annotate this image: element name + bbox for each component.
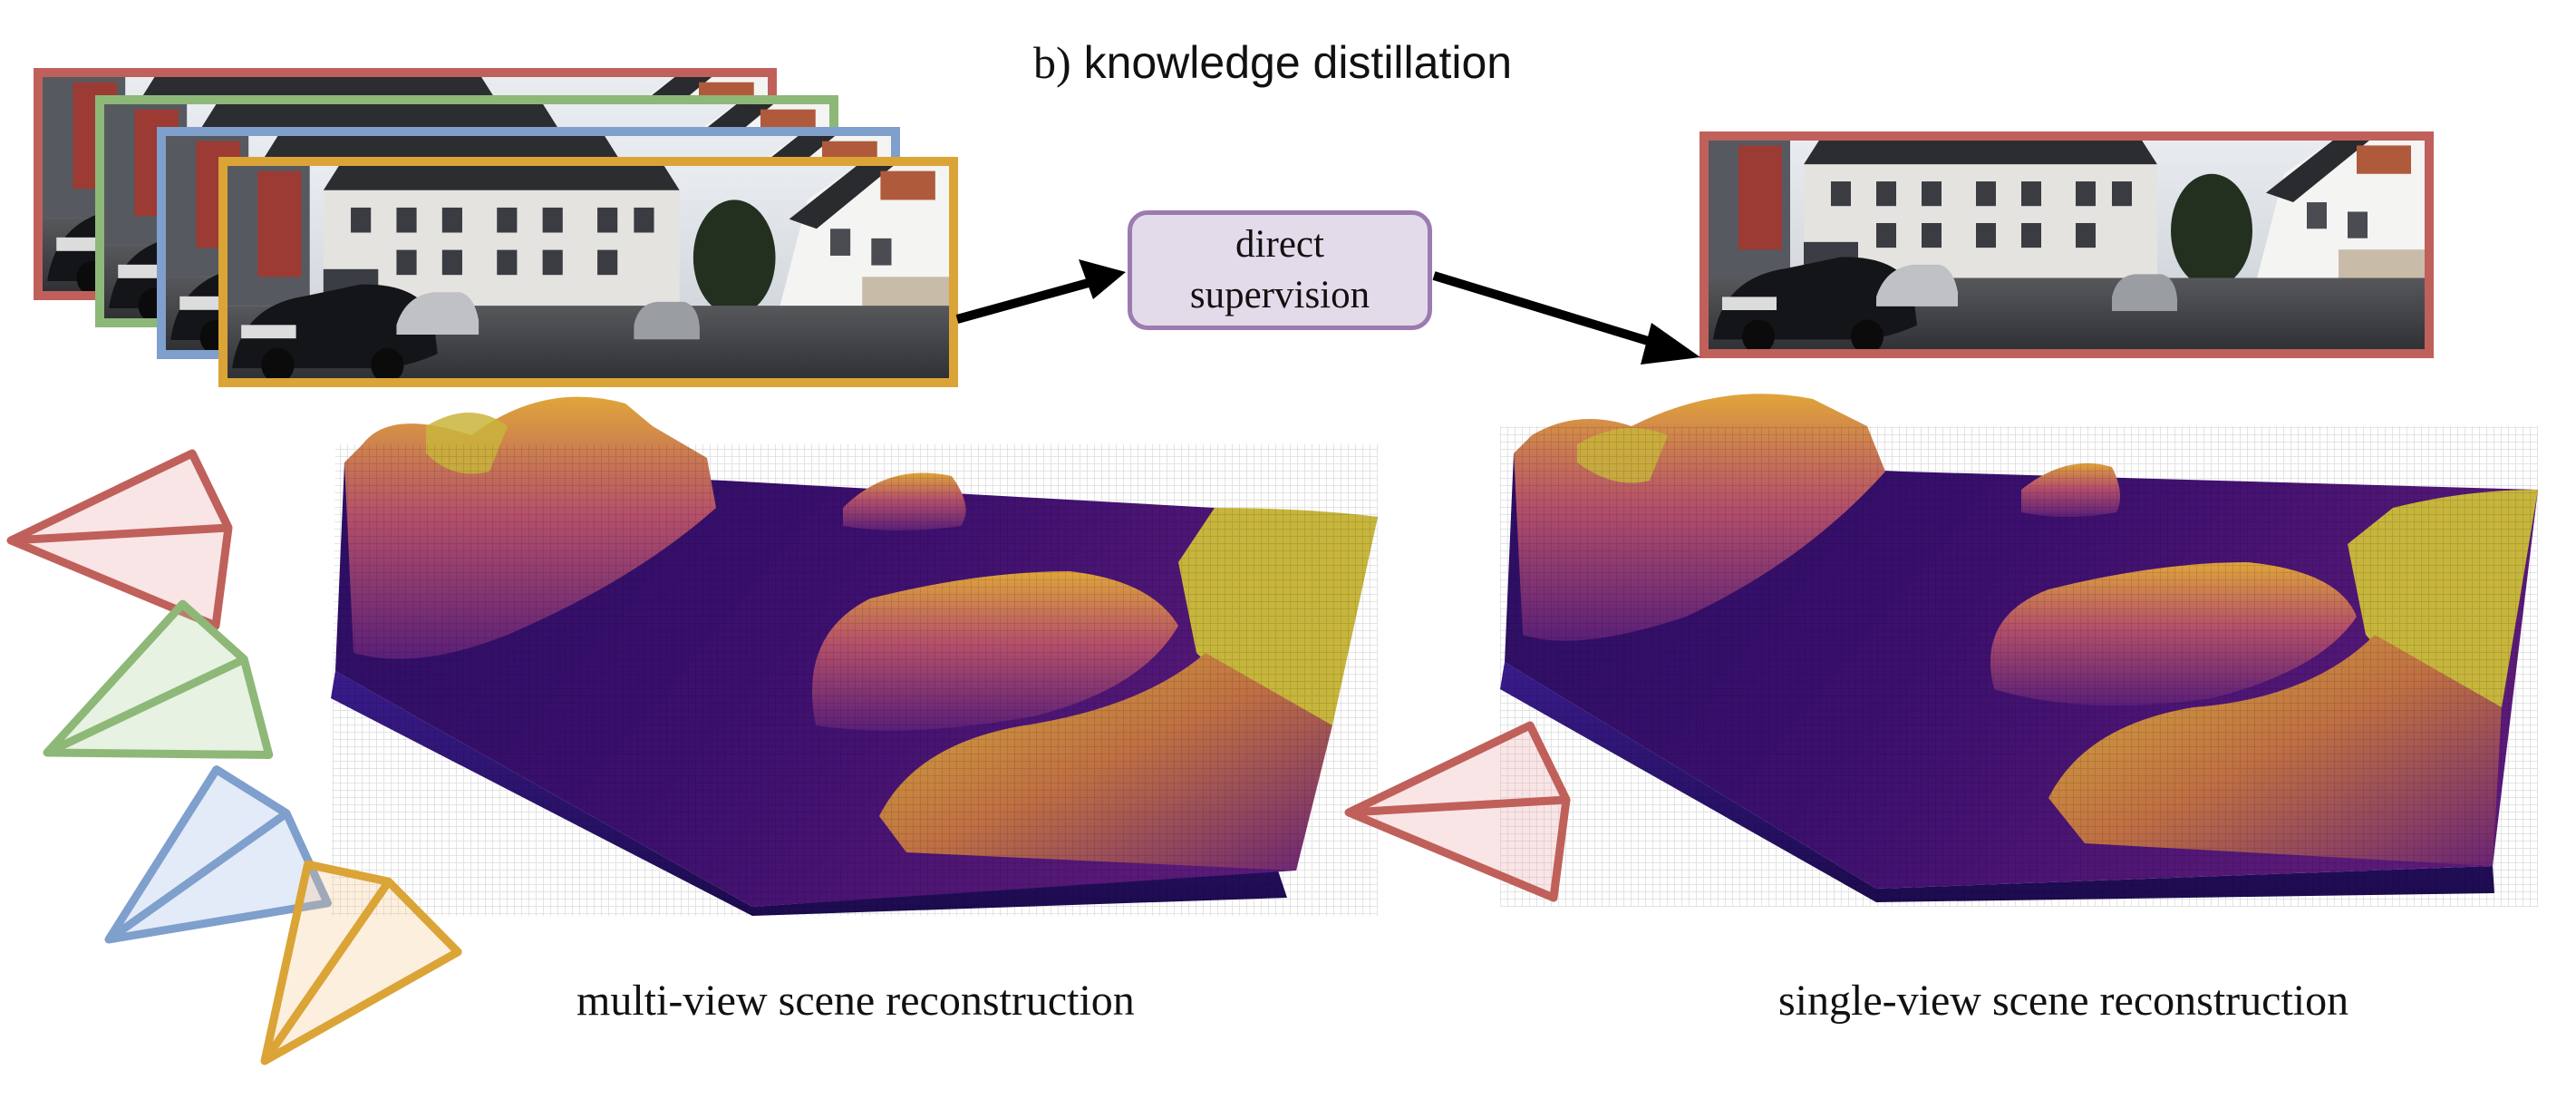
section-letter: b) xyxy=(1033,37,1071,88)
section-title-text: knowledge distillation xyxy=(1083,37,1513,88)
single-view-voxel-reconstruction xyxy=(1500,394,2538,907)
section-title: b) knowledge distillation xyxy=(1033,36,1512,89)
direct-supervision-box: direct supervision xyxy=(1128,210,1432,330)
arrow-icon xyxy=(955,259,1700,365)
camera-frustum-icon xyxy=(1349,725,1566,898)
single-view-caption: single-view scene reconstruction xyxy=(1778,977,2349,1025)
multi-view-caption: multi-view scene reconstruction xyxy=(576,977,1135,1025)
multi-view-image-stack xyxy=(34,68,958,387)
single-view-image xyxy=(1700,131,2434,358)
supervision-line-2: supervision xyxy=(1189,274,1370,316)
input-frame-orange xyxy=(218,157,958,387)
multi-view-voxel-reconstruction xyxy=(331,396,1378,916)
camera-frustum-icon xyxy=(11,453,228,626)
supervision-line-1: direct xyxy=(1235,223,1324,266)
